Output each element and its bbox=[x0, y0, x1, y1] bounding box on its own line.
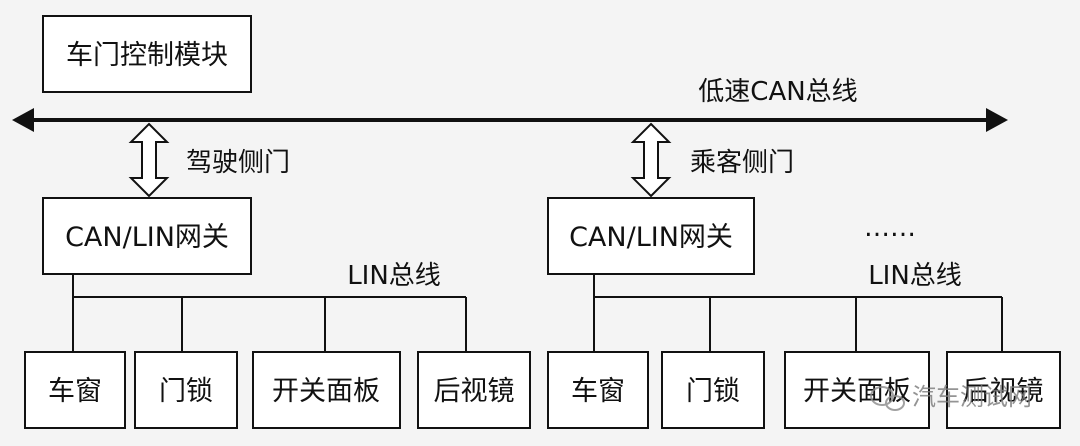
door-control-module: 车门控制模块 bbox=[42, 15, 252, 93]
passenger-door-label: 乘客侧门 bbox=[690, 148, 794, 178]
passenger-side-double-arrow-icon bbox=[630, 122, 672, 198]
right-node-switch-panel-label: 开关面板 bbox=[803, 376, 911, 407]
right-node-switch-panel: 开关面板 bbox=[784, 351, 930, 429]
right-node-mirror: 后视镜 bbox=[946, 351, 1061, 429]
left-node-switch-panel: 开关面板 bbox=[252, 351, 401, 429]
left-lin-bus bbox=[72, 274, 467, 352]
left-gateway-label: CAN/LIN网关 bbox=[65, 222, 229, 253]
right-node-window-label: 车窗 bbox=[571, 376, 625, 407]
can-bus-label: 低速CAN总线 bbox=[698, 77, 857, 107]
left-lin-bus-label: LIN总线 bbox=[347, 261, 441, 291]
right-node-lock-label: 门锁 bbox=[686, 376, 740, 407]
ellipsis: …… bbox=[864, 213, 916, 243]
driver-door-label: 驾驶侧门 bbox=[186, 148, 290, 178]
left-node-mirror-label: 后视镜 bbox=[434, 376, 515, 407]
right-node-window: 车窗 bbox=[547, 351, 649, 429]
left-node-window: 车窗 bbox=[24, 351, 126, 429]
right-gateway: CAN/LIN网关 bbox=[547, 197, 755, 275]
right-lin-bus-label: LIN总线 bbox=[868, 261, 962, 291]
driver-side-double-arrow-icon bbox=[128, 122, 170, 198]
wechat-icon bbox=[870, 386, 905, 411]
right-gateway-label: CAN/LIN网关 bbox=[569, 222, 733, 253]
left-node-window-label: 车窗 bbox=[48, 376, 102, 407]
left-gateway: CAN/LIN网关 bbox=[42, 197, 252, 275]
left-node-lock: 门锁 bbox=[134, 351, 238, 429]
can-bus: 低速CAN总线 bbox=[12, 77, 1008, 132]
module-label: 车门控制模块 bbox=[66, 40, 228, 71]
watermark: 汽车测试网 bbox=[870, 383, 1032, 411]
can-bus-right-arrow-icon bbox=[986, 108, 1008, 132]
right-node-mirror-label: 后视镜 bbox=[963, 376, 1044, 407]
watermark-text: 汽车测试网 bbox=[912, 383, 1032, 411]
left-node-mirror: 后视镜 bbox=[417, 351, 531, 429]
right-node-lock: 门锁 bbox=[661, 351, 765, 429]
can-bus-left-arrow-icon bbox=[12, 108, 34, 132]
left-node-switch-panel-label: 开关面板 bbox=[272, 376, 380, 407]
left-node-lock-label: 门锁 bbox=[159, 376, 213, 407]
right-lin-bus bbox=[593, 274, 1003, 352]
